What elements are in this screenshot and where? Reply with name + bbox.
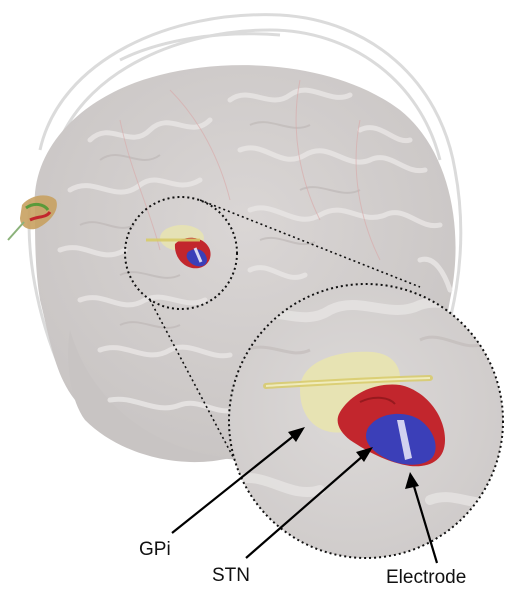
stn-label: STN	[212, 566, 250, 585]
gpi-label: GPi	[139, 540, 171, 559]
electrode-label: Electrode	[386, 568, 466, 587]
zoom-inset	[229, 284, 503, 558]
